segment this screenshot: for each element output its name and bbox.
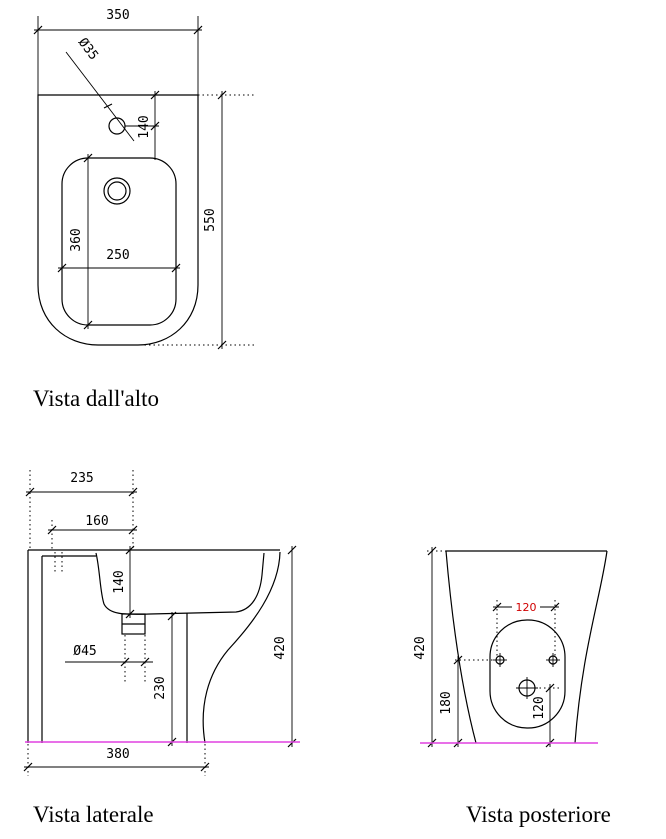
dim-drain-height-label: 140 (112, 570, 127, 593)
dim-side-length-label: 380 (106, 747, 129, 762)
dim-drain-floor: 230 (153, 611, 177, 747)
dim-fixing-height-label: 180 (439, 691, 454, 714)
dim-drain-height: 140 (112, 545, 135, 619)
side-view: 235 160 (23, 470, 300, 827)
drain-outer (103, 177, 131, 205)
dim-rear-height: 420 (413, 546, 446, 748)
dim-outlet-height: 120 (532, 683, 560, 748)
dim-length: 550 (203, 90, 227, 350)
dim-depth-total: 235 (25, 470, 138, 550)
dim-depth-total-label: 235 (70, 471, 93, 486)
dim-fixing-spacing-label: 120 (516, 601, 537, 614)
dim-depth-basin-label: 160 (85, 514, 108, 529)
dim-drain-floor-label: 230 (153, 676, 168, 699)
caption-top-view: Vista dall'alto (33, 386, 159, 411)
dim-tap-offset: 140 (125, 90, 160, 160)
side-body (27, 549, 281, 744)
rear-view: 120 420 180 120 Vista posteriore (413, 546, 611, 827)
dim-fixing-height: 180 (439, 655, 496, 748)
dim-height: 420 (273, 545, 297, 748)
dim-tap-offset-label: 140 (137, 115, 152, 138)
dim-basin-width: 250 (57, 248, 181, 273)
dim-drain-diameter: Ø45 (65, 644, 153, 667)
fixing-hole-left (493, 653, 507, 667)
dim-side-length: 380 (23, 744, 210, 776)
dim-rear-height-label: 420 (413, 636, 428, 659)
dim-basin-width-label: 250 (106, 248, 129, 263)
dim-outlet-height-label: 120 (532, 696, 547, 719)
basin (61, 157, 177, 326)
dim-drain-diameter-label: Ø45 (73, 644, 96, 659)
caption-rear-view: Vista posteriore (466, 802, 611, 827)
drain-inner (107, 181, 127, 201)
dim-basin-length-label: 360 (69, 228, 84, 251)
dim-tap-hole: Ø35 (65, 35, 135, 142)
fixing-hole-right (546, 653, 560, 667)
dim-length-label: 550 (203, 208, 218, 231)
dim-width: 350 (33, 8, 203, 95)
rear-body (445, 550, 608, 744)
dim-depth-basin: 160 (47, 514, 138, 550)
dim-width-label: 350 (106, 8, 129, 23)
dim-height-label: 420 (273, 636, 288, 659)
outlet-hole (516, 677, 538, 699)
dim-basin-length: 360 (69, 153, 93, 330)
dim-fixing-spacing: 120 (492, 600, 560, 656)
top-outline (37, 94, 199, 346)
dim-tap-hole-label: Ø35 (75, 35, 101, 63)
top-view: 350 550 Ø35 140 (33, 8, 254, 411)
caption-side-view: Vista laterale (33, 802, 154, 827)
